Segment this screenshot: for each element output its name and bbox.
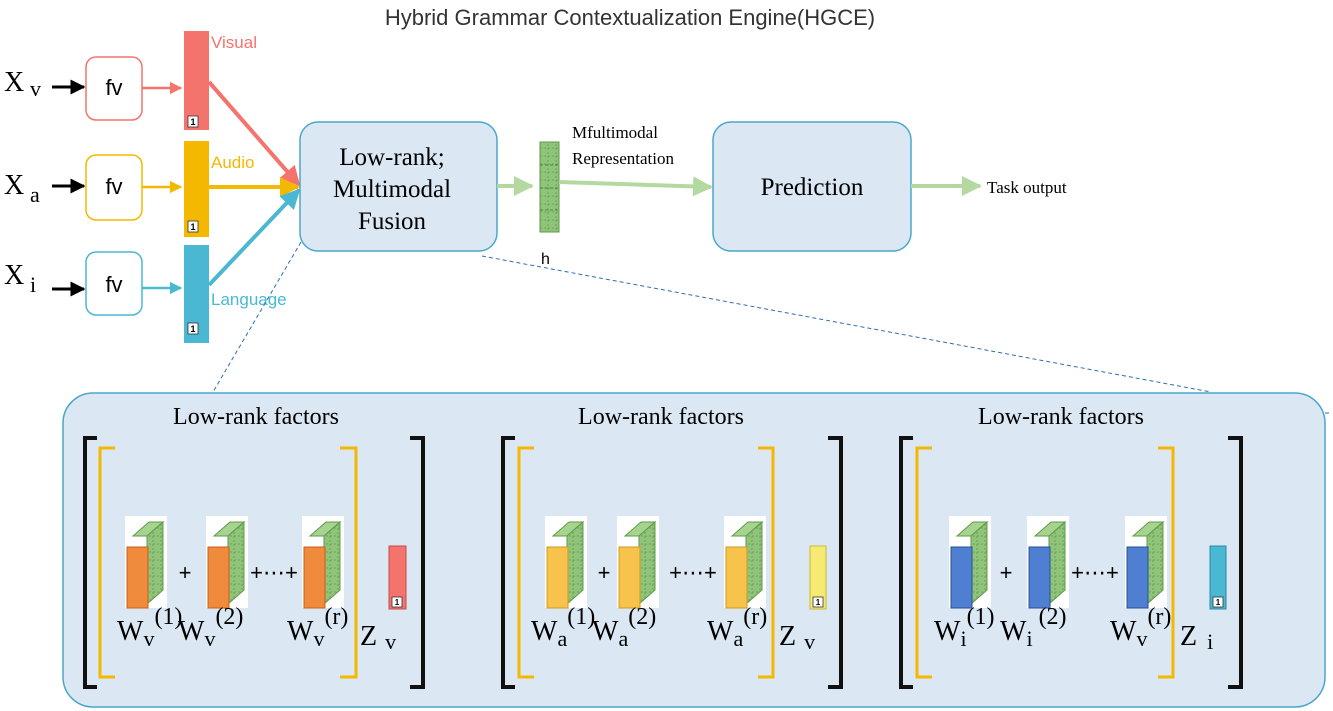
- audio-label: Audio: [211, 153, 254, 172]
- plus-language-2: +⋯+: [1071, 560, 1119, 585]
- language-label: Language: [211, 290, 287, 309]
- factor-face-language-r: [1126, 546, 1149, 609]
- input-sub-visual: v: [30, 76, 41, 101]
- outer-bracket-right-language: [1228, 436, 1243, 689]
- factor-header-language: Low-rank factors: [978, 404, 1144, 430]
- language-vector-marker: 1: [190, 324, 195, 334]
- z-vector-visual: [388, 545, 407, 610]
- outer-bracket-left-visual: [83, 436, 97, 689]
- arrow-h-to-prediction: [558, 176, 713, 197]
- fusion-line3: Fusion: [358, 208, 427, 235]
- input-row-language: X i fv 1 Language: [4, 245, 287, 343]
- fusion-line2: Multimodal: [333, 176, 451, 203]
- input-var-audio: X: [4, 170, 24, 201]
- factor-face-language-1: [950, 546, 973, 609]
- w1-visual: Wv(1): [117, 604, 182, 651]
- outer-bracket-left-audio: [501, 436, 515, 689]
- input-row-audio: X a fv 1 Audio: [4, 141, 254, 237]
- w1-audio: Wa(1): [531, 604, 595, 651]
- representation-line2: Representation: [572, 149, 674, 168]
- inner-bracket-left-language: [915, 446, 932, 679]
- fv-label-visual: fv: [105, 75, 122, 100]
- arrow-language-to-fusion: [207, 188, 301, 287]
- inner-bracket-right-visual: [340, 446, 358, 679]
- z-vector-audio: [809, 545, 827, 610]
- w2-audio: Wa(2): [592, 604, 656, 651]
- input-row-visual: X v fv 1 Visual: [4, 31, 257, 130]
- factor-group-visual: Low-rank factors + +⋯+ 1 Wv(1) Wv(2) Wv(…: [83, 404, 425, 689]
- input-sub-audio: a: [30, 182, 40, 207]
- visual-label: Visual: [211, 33, 257, 52]
- factor-face-visual-1: [126, 546, 149, 609]
- inner-bracket-left-visual: [98, 446, 115, 679]
- audio-vector-marker: 1: [190, 222, 195, 232]
- z-marker-visual: 1: [395, 598, 400, 607]
- factor-face-visual-r: [303, 546, 326, 609]
- plus-visual-2: +⋯+: [250, 560, 298, 585]
- h-vector: [539, 141, 560, 233]
- factor-face-audio-r: [725, 546, 748, 609]
- representation-line1: Mfultimodal: [572, 123, 658, 142]
- plus-audio-2: +⋯+: [669, 560, 717, 585]
- wr-audio: Wa(r): [707, 604, 767, 651]
- fv-label-language: fv: [105, 272, 122, 297]
- w2-language: Wi(2): [1000, 604, 1067, 651]
- diagram-title: Hybrid Grammar Contextualization Engine(…: [385, 5, 875, 30]
- z-marker-audio: 1: [816, 598, 821, 607]
- input-sub-language: i: [30, 272, 36, 297]
- plus-visual-1: +: [179, 560, 192, 585]
- factor-face-language-2: [1028, 546, 1051, 609]
- outer-bracket-right-audio: [828, 436, 843, 689]
- visual-vector: [184, 31, 209, 130]
- input-var-language: X: [4, 260, 24, 291]
- factor-header-visual: Low-rank factors: [173, 404, 339, 430]
- zoom-line-left: [212, 241, 302, 393]
- z-marker-language: 1: [1216, 598, 1221, 607]
- z-vector-language: [1209, 545, 1227, 610]
- prediction-label: Prediction: [761, 174, 864, 201]
- task-output-label: Task output: [987, 178, 1067, 197]
- inner-bracket-right-audio: [758, 446, 775, 679]
- fv-box-language: [85, 251, 143, 316]
- visual-vector-marker: 1: [190, 117, 195, 127]
- input-var-visual: X: [4, 67, 24, 98]
- factor-face-audio-1: [546, 546, 569, 609]
- h-symbol: h: [541, 251, 550, 268]
- inner-bracket-left-audio: [517, 446, 534, 679]
- plus-language-1: +: [1000, 560, 1013, 585]
- factor-header-audio: Low-rank factors: [578, 404, 744, 430]
- low-rank-panel: [62, 392, 1326, 708]
- factor-face-visual-2: [207, 546, 230, 609]
- plus-audio-1: +: [598, 560, 611, 585]
- fv-label-audio: fv: [105, 174, 122, 199]
- w2-visual: Wv(2): [178, 604, 243, 651]
- factor-face-audio-2: [618, 546, 641, 609]
- inner-bracket-right-language: [1158, 446, 1175, 679]
- outer-bracket-right-visual: [410, 436, 425, 689]
- factor-group-language: Low-rank factors + +⋯+ 1 Wi(1) Wi(2) Wv(…: [899, 404, 1243, 689]
- zoom-line-right: [481, 255, 1212, 393]
- outer-bracket-left-language: [899, 436, 913, 689]
- arrow-visual-to-fusion: [207, 80, 301, 187]
- factor-group-audio: Low-rank factors + +⋯+ 1 Wa(1) Wa(2) Wa(…: [501, 404, 843, 689]
- wr-language: Wv(r): [1110, 604, 1171, 651]
- fusion-line1: Low-rank;: [339, 144, 445, 171]
- wr-visual: Wv(r): [287, 604, 348, 651]
- w1-language: Wi(1): [934, 604, 995, 651]
